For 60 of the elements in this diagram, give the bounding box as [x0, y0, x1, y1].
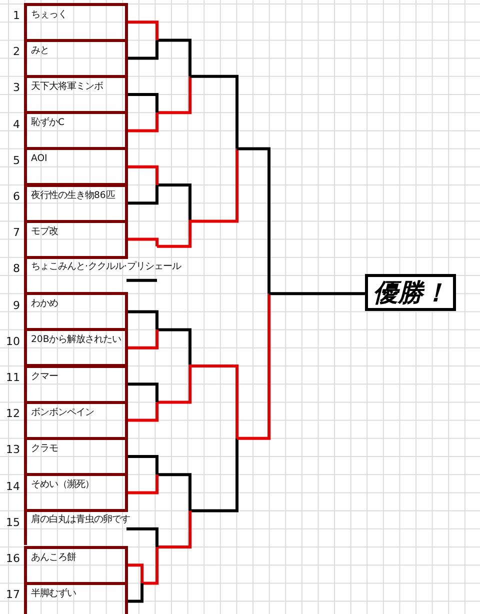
entrant-box [24, 2, 128, 42]
row-number: 2 [12, 45, 20, 58]
entrant-name: AOI [31, 153, 48, 164]
entrant-name: わかめ [31, 298, 58, 310]
row-number: 15 [5, 516, 20, 529]
entrant-name: そめい（瀕死） [31, 479, 94, 490]
row-number: 8 [12, 262, 20, 276]
entrant-name: モブ改 [31, 226, 58, 237]
entrant-name: 半脚むずい [31, 588, 76, 599]
entrant-box [24, 364, 128, 404]
bracket-line [126, 112, 158, 132]
row-number: 11 [5, 371, 20, 384]
bracket-line [126, 238, 158, 246]
bracket-line [126, 165, 158, 185]
bracket-line [126, 310, 158, 330]
bracket-line [269, 292, 365, 296]
entrant-name: ちぇっく [31, 8, 67, 20]
row-number: 1 [12, 9, 20, 22]
bracket-line [126, 455, 158, 475]
entrant-name: 恥ずかC [31, 117, 64, 128]
bracket-line [126, 402, 158, 422]
entrant-name: みと [31, 44, 49, 56]
row-number: 7 [12, 226, 20, 240]
bracket-line [126, 564, 144, 584]
bracket-line [126, 20, 158, 40]
bracket-line [126, 185, 158, 205]
entrant-name: 夜行性の生き物86匹 [31, 190, 115, 200]
bracket-line [126, 527, 158, 547]
row-number: 4 [12, 118, 20, 131]
entrant-name: 20Bから解放されたい [31, 334, 122, 346]
bracket-line [126, 583, 144, 603]
entrant-name: ボンボンペイン [31, 406, 94, 418]
entrant-name: あんころ餅 [31, 552, 76, 562]
entrant-box [24, 546, 128, 585]
row-number: 9 [12, 298, 20, 312]
row-number: 16 [5, 552, 20, 565]
bracket-line [126, 278, 157, 282]
entrant-name: 天下大将軍ミンボ [31, 80, 103, 92]
bracket-line [126, 93, 158, 113]
winner-box: 優勝！ [365, 274, 456, 311]
entrant-box [24, 184, 128, 223]
entrant-box [24, 473, 128, 512]
row-number: 17 [5, 588, 20, 602]
row-number: 13 [5, 443, 20, 456]
row-number: 6 [12, 190, 20, 203]
row-number: 3 [12, 81, 20, 94]
row-number: 10 [5, 334, 20, 348]
bracket-line [126, 40, 158, 60]
bracket-line [126, 330, 158, 350]
entrant-box [24, 147, 128, 186]
row-number: 5 [12, 154, 20, 167]
entrant-name: クマー [31, 370, 58, 382]
row-number: 12 [5, 407, 20, 420]
entrant-name: ちょこみんと·ククルル·プリシェール [31, 260, 181, 272]
bracket-line [126, 474, 158, 494]
row-number: 14 [5, 480, 20, 493]
bracket-line [126, 382, 158, 402]
entrant-name: 肩の白丸は青虫の卵です [31, 514, 130, 526]
entrant-name: クラモ [31, 442, 58, 454]
entrant-box [24, 328, 128, 368]
